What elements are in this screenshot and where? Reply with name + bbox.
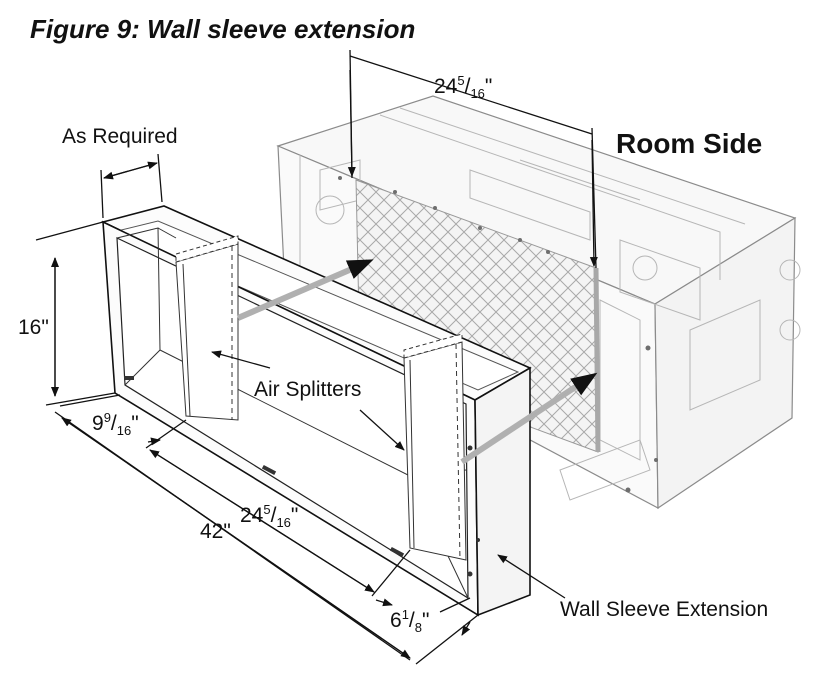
dimension-height-label: 16" xyxy=(18,316,49,339)
right-offset-den: 8 xyxy=(414,620,422,636)
unit-fasteners xyxy=(338,176,658,493)
left-offset-whole: 9 xyxy=(92,412,104,435)
dimension-top-spacing-label: 245/16" xyxy=(434,73,493,102)
splitter-spacing-unit: " xyxy=(290,504,299,527)
dimension-overall-width xyxy=(54,411,479,665)
air-splitter-right xyxy=(403,341,467,561)
dimension-as-required xyxy=(100,153,163,219)
label-as-required: As Required xyxy=(62,125,178,148)
air-splitter-left xyxy=(175,243,239,421)
dimension-left-offset-label: 99/16" xyxy=(92,410,139,439)
wall-sleeve-extension xyxy=(100,205,532,617)
dimension-top-spacing xyxy=(347,49,598,269)
top-spacing-unit: " xyxy=(484,75,493,98)
leader-wall-sleeve-extension xyxy=(497,554,566,599)
top-spacing-num: 5 xyxy=(457,73,465,88)
left-offset-den: 16 xyxy=(116,423,132,439)
coil-edge xyxy=(593,267,601,453)
left-offset-unit: " xyxy=(131,412,139,435)
label-air-splitters: Air Splitters xyxy=(254,378,362,401)
right-offset-num: 1 xyxy=(401,607,409,622)
label-room-side: Room Side xyxy=(616,128,763,159)
leader-air-splitters-right xyxy=(359,409,405,451)
unit-end-face xyxy=(654,216,796,510)
dimension-overall-width-label: 42" xyxy=(200,520,231,543)
top-spacing-den: 16 xyxy=(470,86,485,102)
airflow-arrows xyxy=(236,259,598,465)
figure-title: Figure 9: Wall sleeve extension xyxy=(30,14,416,44)
left-offset-num: 9 xyxy=(103,410,111,425)
label-wall-sleeve-extension: Wall Sleeve Extension xyxy=(560,598,769,621)
right-offset-whole: 6 xyxy=(390,609,402,632)
splitter-spacing-num: 5 xyxy=(263,502,271,517)
dimension-left-offset xyxy=(59,394,187,449)
sleeve-end-face xyxy=(474,366,531,617)
dimension-height xyxy=(35,221,116,406)
splitter-spacing-whole: 24 xyxy=(240,504,264,527)
splitter-spacing-den: 16 xyxy=(276,515,291,531)
leader-air-splitters-left xyxy=(211,350,271,369)
dimension-right-offset-label: 61/8" xyxy=(390,607,430,636)
right-offset-unit: " xyxy=(422,609,430,632)
top-spacing-whole: 24 xyxy=(434,75,458,98)
dimension-splitter-spacing-label: 245/16" xyxy=(240,502,299,531)
sleeve-fasteners xyxy=(124,376,480,577)
dimension-splitter-spacing xyxy=(149,449,411,597)
dimension-right-offset xyxy=(375,597,471,636)
